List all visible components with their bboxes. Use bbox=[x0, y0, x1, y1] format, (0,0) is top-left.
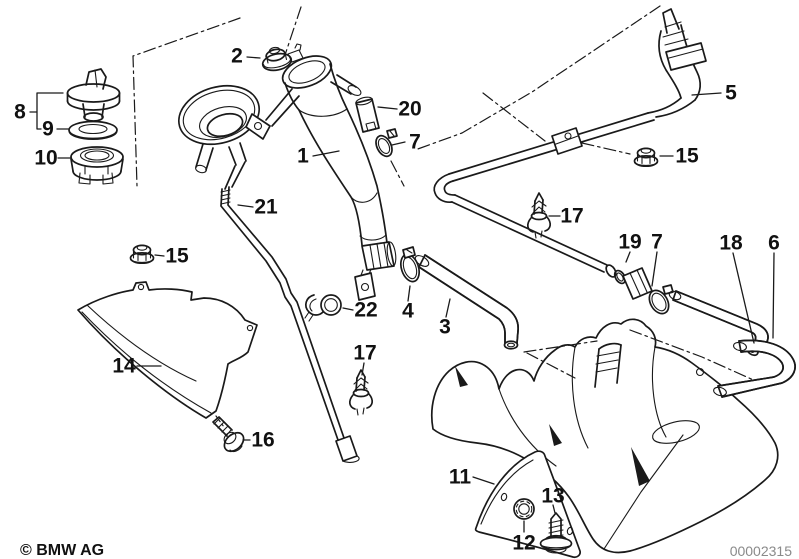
part-callout-22: 22 bbox=[354, 299, 377, 322]
part-7-hose-clamp-upper bbox=[375, 128, 398, 158]
filler-pipe-vent-nipple bbox=[330, 74, 362, 96]
part-callout-13: 13 bbox=[541, 485, 564, 508]
filler-funnel bbox=[177, 84, 261, 190]
part-callout-5: 5 bbox=[725, 82, 737, 105]
part-17-clip-right bbox=[527, 192, 551, 239]
part-4-hose-clamp bbox=[399, 246, 421, 283]
part-callout-19: 19 bbox=[618, 231, 641, 254]
part-13-screw bbox=[539, 512, 573, 554]
part-22-pipe-clip bbox=[304, 294, 342, 322]
part-15-nut-left bbox=[129, 244, 155, 265]
part-callout-15: 15 bbox=[165, 245, 189, 268]
vent-pipe-mid-bracket bbox=[551, 127, 583, 155]
part-17-clip-left bbox=[349, 369, 373, 416]
part-callout-6: 6 bbox=[768, 232, 780, 255]
part-6-vent-hose bbox=[713, 339, 796, 398]
drawing-number: 00002315 bbox=[730, 543, 793, 559]
part-callout-18: 18 bbox=[719, 232, 743, 255]
part-callout-16: 16 bbox=[251, 429, 274, 452]
part-callout-10: 10 bbox=[34, 147, 57, 170]
part-callout-14: 14 bbox=[112, 355, 136, 378]
filler-pipe-bracket bbox=[354, 268, 376, 301]
part-callout-11: 11 bbox=[449, 466, 472, 489]
part-callout-21: 21 bbox=[254, 196, 278, 219]
part-callout-2: 2 bbox=[231, 45, 243, 68]
part-callout-7: 7 bbox=[409, 131, 421, 154]
part-12-nut bbox=[513, 498, 535, 520]
part-callout-9: 9 bbox=[42, 118, 54, 141]
part-callout-4: 4 bbox=[402, 300, 414, 323]
part-8-fuel-cap bbox=[66, 68, 121, 122]
filler-pipe-end-sleeve bbox=[361, 241, 397, 271]
part-callout-3: 3 bbox=[439, 316, 451, 339]
part-callout-17: 17 bbox=[560, 205, 583, 228]
part-1-filler-pipe bbox=[245, 43, 397, 301]
fuel-tank bbox=[430, 318, 779, 554]
part-callout-20: 20 bbox=[398, 98, 421, 121]
filler-pipe-strut bbox=[245, 88, 300, 140]
part-2-nut bbox=[261, 46, 293, 72]
vent-pipe-top-strap bbox=[665, 42, 707, 71]
part-19-hose-clamp bbox=[605, 264, 627, 285]
part-10-lock-ring bbox=[70, 146, 124, 185]
part-callout-15: 15 bbox=[675, 145, 699, 168]
part-14-cover-panel bbox=[77, 281, 258, 419]
part-5-vent-pipe bbox=[433, 8, 707, 273]
part-callout-12: 12 bbox=[512, 532, 535, 555]
part-callout-7: 7 bbox=[651, 231, 663, 254]
part-3-filler-hose bbox=[414, 254, 519, 350]
phantom-reference-lines bbox=[132, 5, 759, 428]
part-callout-1: 1 bbox=[297, 145, 309, 168]
tank-filler-neck bbox=[594, 342, 622, 388]
leader-lines bbox=[29, 56, 775, 533]
vent-line-coupling bbox=[622, 267, 653, 300]
part-callout-17: 17 bbox=[353, 342, 376, 365]
part-15-nut-right bbox=[633, 147, 659, 168]
copyright-text: © BMW AG bbox=[20, 542, 104, 559]
part-20-protective-cap bbox=[355, 96, 380, 133]
part-21-vent-pipe bbox=[220, 186, 360, 463]
part-9-seal-ring bbox=[68, 120, 118, 141]
part-16-screw bbox=[212, 416, 245, 453]
part-callout-8: 8 bbox=[14, 101, 26, 124]
